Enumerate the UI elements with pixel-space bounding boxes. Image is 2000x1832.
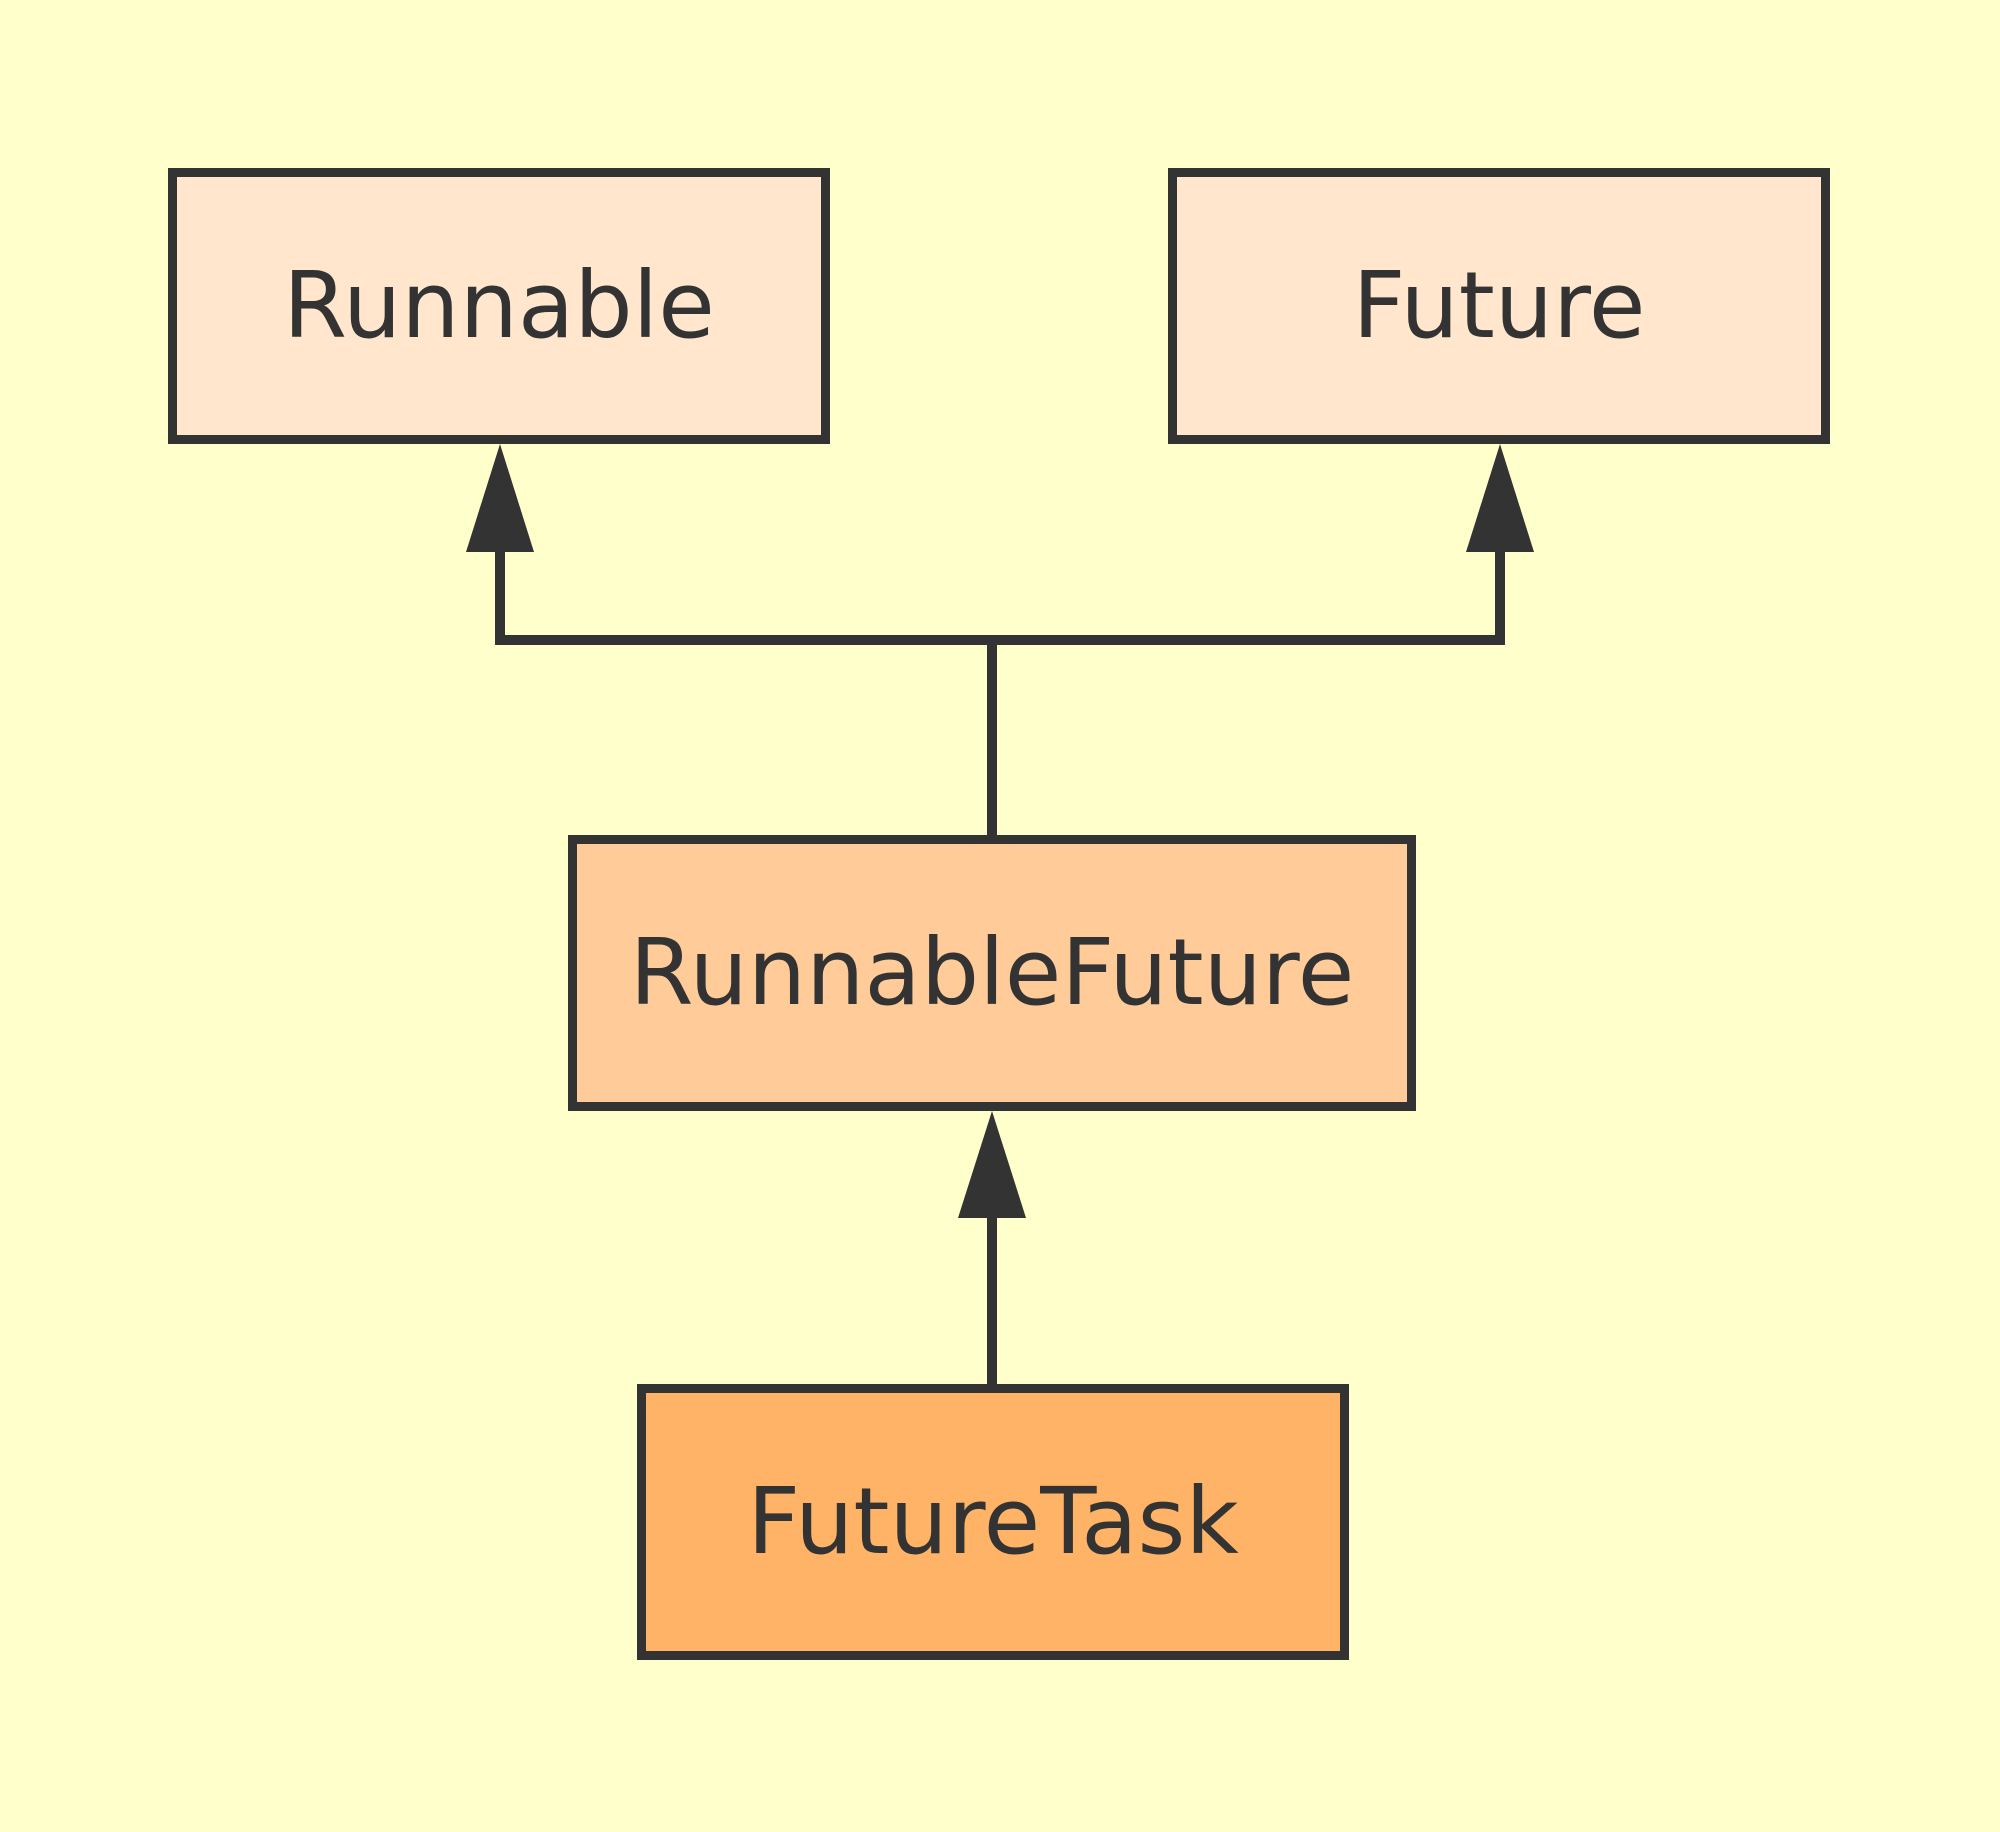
- arrowhead-to-runnable: [466, 444, 534, 552]
- edge-runnablefuture-to-parents: [495, 552, 1505, 835]
- node-future: Future: [1168, 168, 1830, 444]
- node-runnable: Runnable: [168, 168, 830, 444]
- edge-branch-line: [495, 552, 1505, 645]
- arrowhead-to-future: [1466, 444, 1534, 552]
- node-runnablefuture: RunnableFuture: [568, 835, 1416, 1111]
- arrowhead-to-runnablefuture: [958, 1111, 1026, 1218]
- node-futuretask: FutureTask: [637, 1384, 1349, 1660]
